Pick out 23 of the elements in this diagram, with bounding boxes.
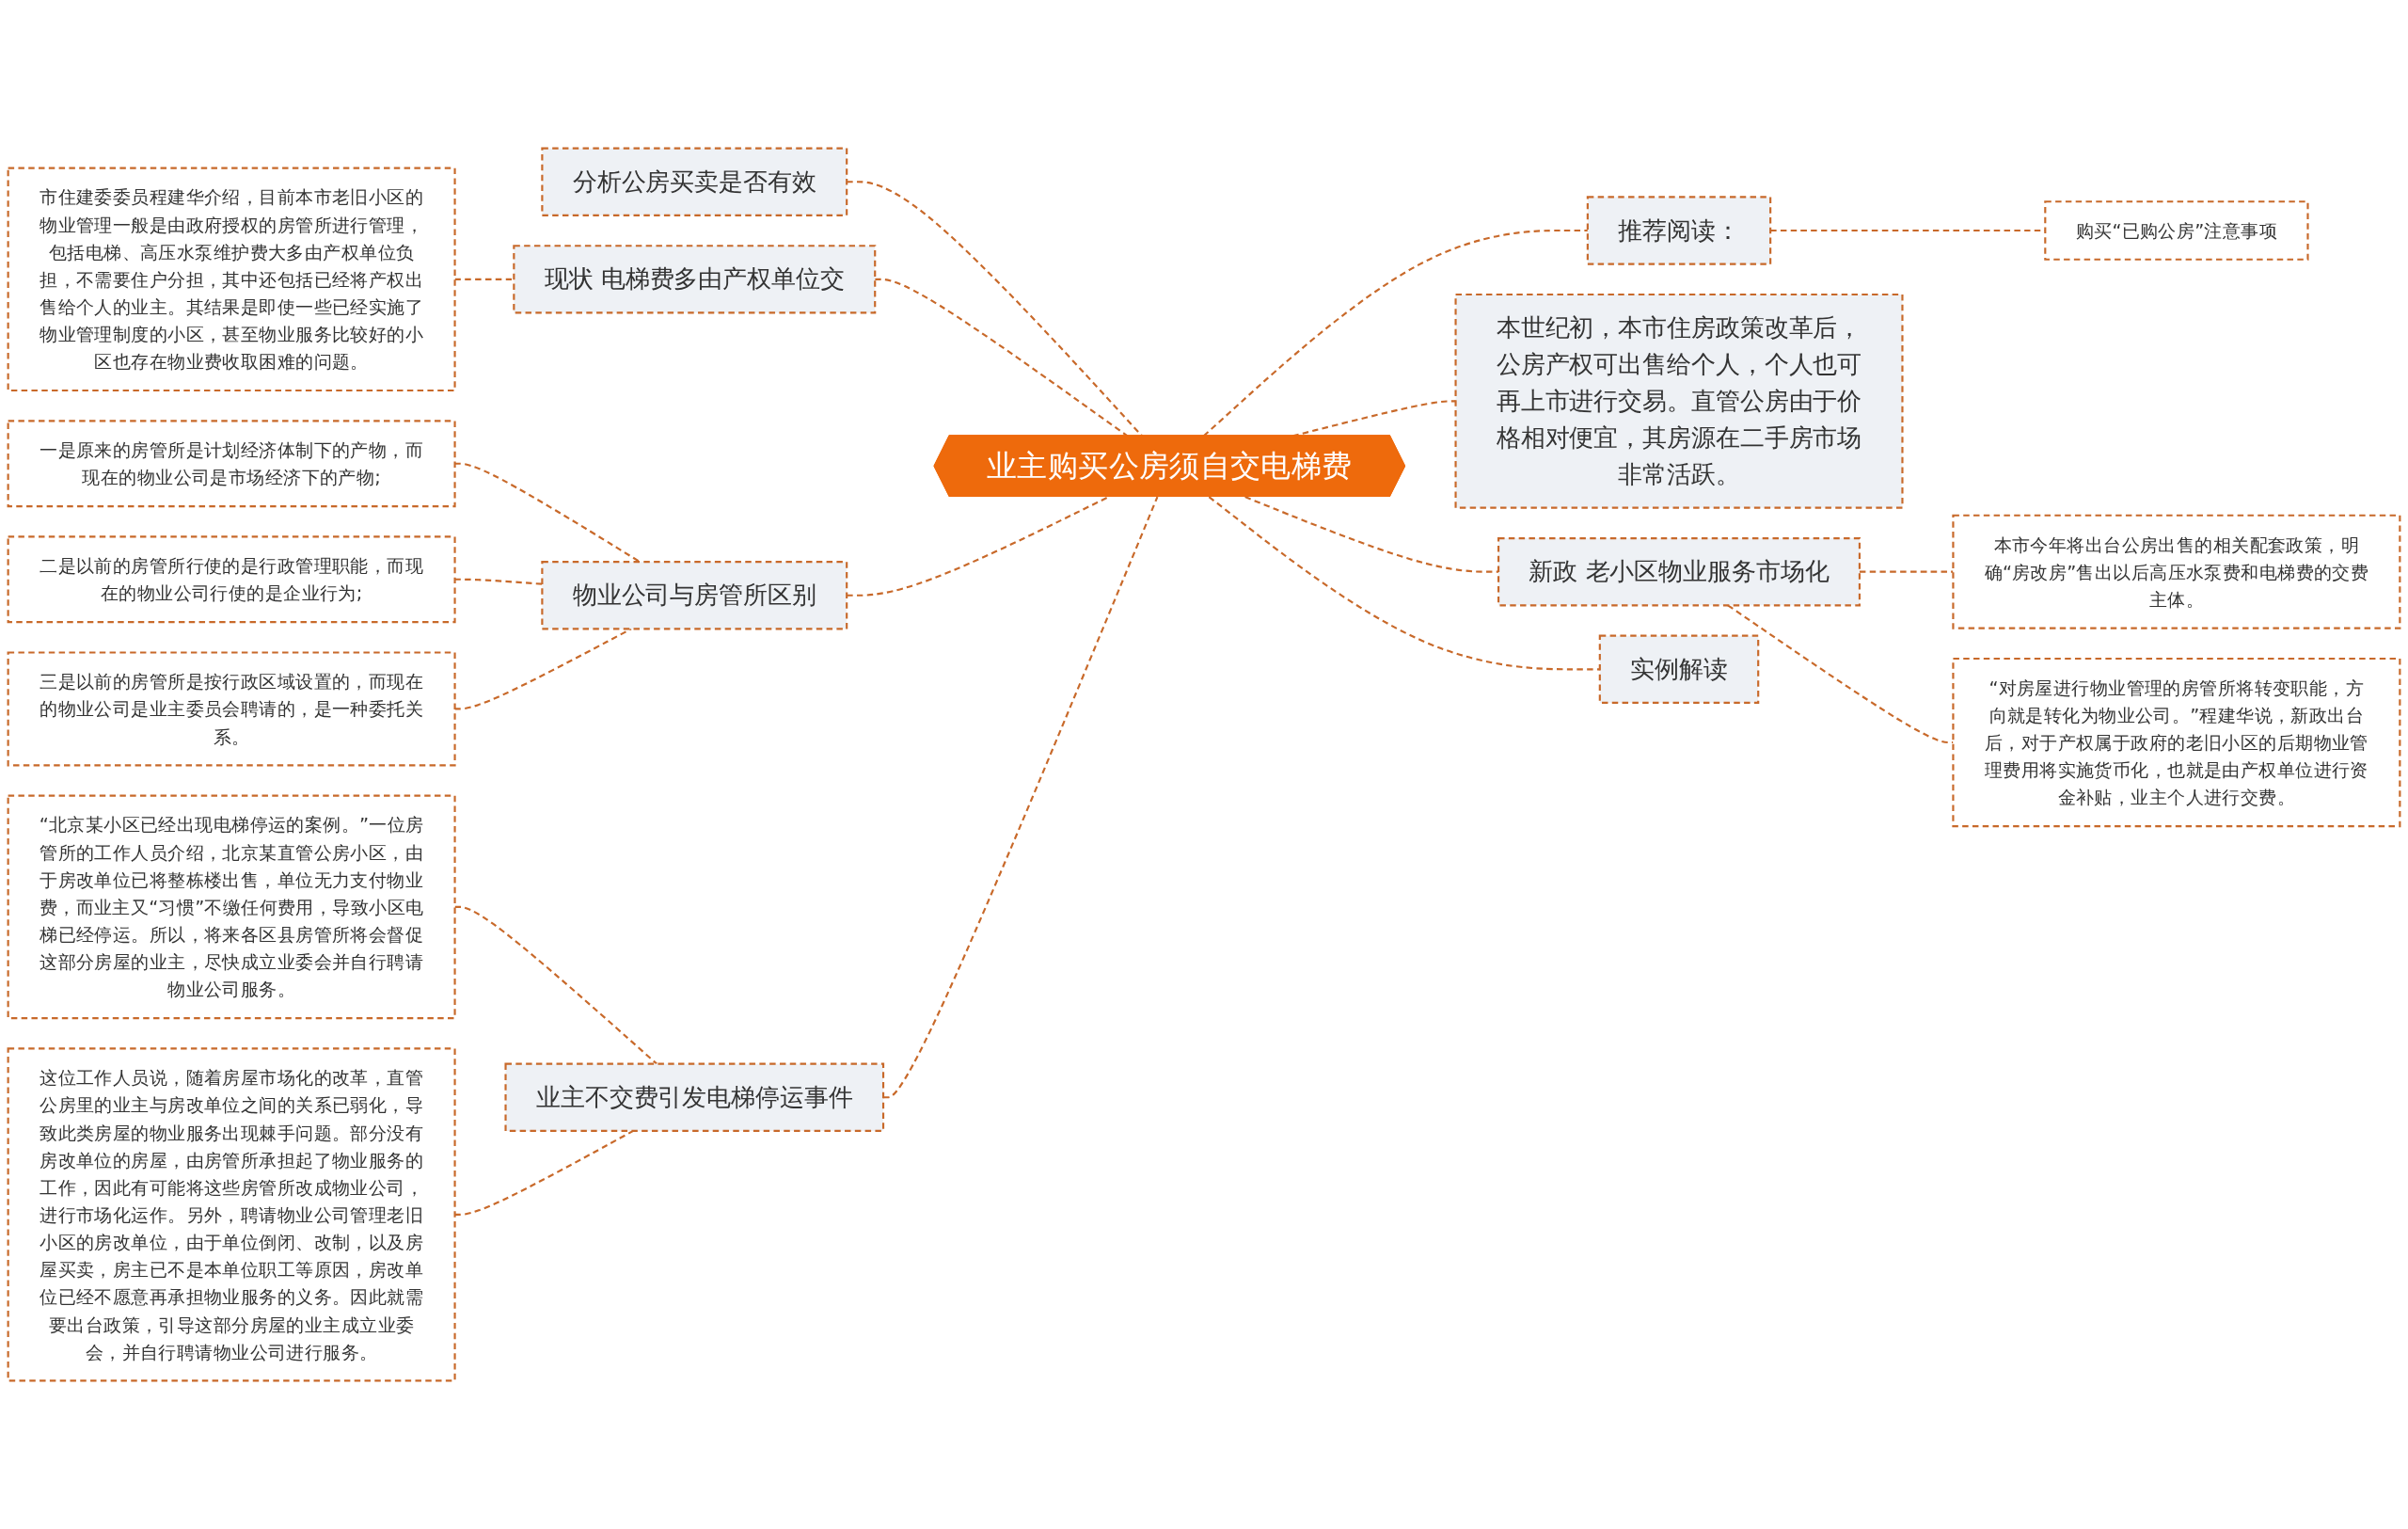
node-box: 分析公房买卖是否有效	[541, 147, 848, 216]
node-box: 实例解读	[1598, 634, 1760, 704]
node-box: 新政 老小区物业服务市场化	[1497, 537, 1861, 607]
node-box: “北京某小区已经出现电梯停运的案例。”一位房管所的工作人员介绍，北京某直管公房小区，由于房改单位已将整栋楼出售，单位无力支付物业费，而业主又“习惯”不缴任何费用，导致小区电梯已经停运。所以，将来各区县房管所将会督促这部分房屋的业主，尽快成立业委会并自行聘请物业公司服务。	[7, 794, 456, 1020]
node-box: 三是以前的房管所是按行政区域设置的，而现在的物业公司是业主委员会聘请的，是一种委托关系。	[7, 651, 456, 767]
node-box: 这位工作人员说，随着房屋市场化的改革，直管公房里的业主与房改单位之间的关系已弱化，导致此类房屋的物业服务出现棘手问题。部分没有房改单位的房屋，由房管所承担起了物业服务的工作，因此有可能将这些房管所改成物业公司，进行市场化运作。另外，聘请物业公司管理老旧小区的房改单位，由于单位倒闭、改制，以及房屋买卖，房主已不是本单位职工等原因，房改单位已经不愿意再承担物业服务的义务。因此就需要出台政策，引导这部分房屋的业主成立业委会，并自行聘请物业公司进行服务。	[7, 1047, 456, 1382]
node-box: 物业公司与房管所区别	[541, 561, 848, 630]
node-box: 本市今年将出台公房出售的相关配套政策，明确“房改房”售出以后高压水泵费和电梯费的交费主体。	[1952, 514, 2401, 629]
node-box: 业主不交费引发电梯停运事件	[504, 1062, 885, 1132]
connector	[1208, 496, 1600, 671]
node-box: “对房屋进行物业管理的房管所将转变职能，方向就是转化为物业公司。”程建华说，新政出台后，对于产权属于政府的老旧小区的后期物业管理费用将实施货币化，也就是由产权单位进行资金补贴，业主个人进行交费。	[1952, 657, 2401, 828]
node-box: 本世纪初，本市住房政策改革后，公房产权可出售给个人，个人也可再上市进行交易。直管公房由于价格相对便宜，其房源在二手房市场非常活跃。	[1454, 293, 1904, 509]
node-box: 市住建委委员程建华介绍，目前本市老旧小区的物业管理一般是由政府授权的房管所进行管理，包括电梯、高压水泵维护费大多由产权单位负担，不需要住户分担，其中还包括已经将产权出售给个人的业主。其结果是即使一些已经实施了物业管理制度的小区，甚至物业服务比较好的小区也存在物业费收取困难的问题。	[7, 167, 456, 392]
node-box: 购买“已购公房”注意事项	[2044, 200, 2309, 261]
connector	[847, 496, 1110, 597]
node-box: 现状 电梯费多由产权单位交	[513, 245, 877, 314]
node-box: 二是以前的房管所行使的是行政管理职能，而现在的物业公司行使的是企业行为;	[7, 535, 456, 624]
connector	[1859, 570, 1954, 573]
connector	[454, 578, 543, 585]
node-box: 推荐阅读：	[1586, 196, 1772, 265]
node-box: 一是原来的房管所是计划经济体制下的产物，而现在的物业公司是市场经济下的产物;	[7, 420, 456, 508]
connector	[454, 278, 515, 280]
connector	[1244, 496, 1499, 573]
